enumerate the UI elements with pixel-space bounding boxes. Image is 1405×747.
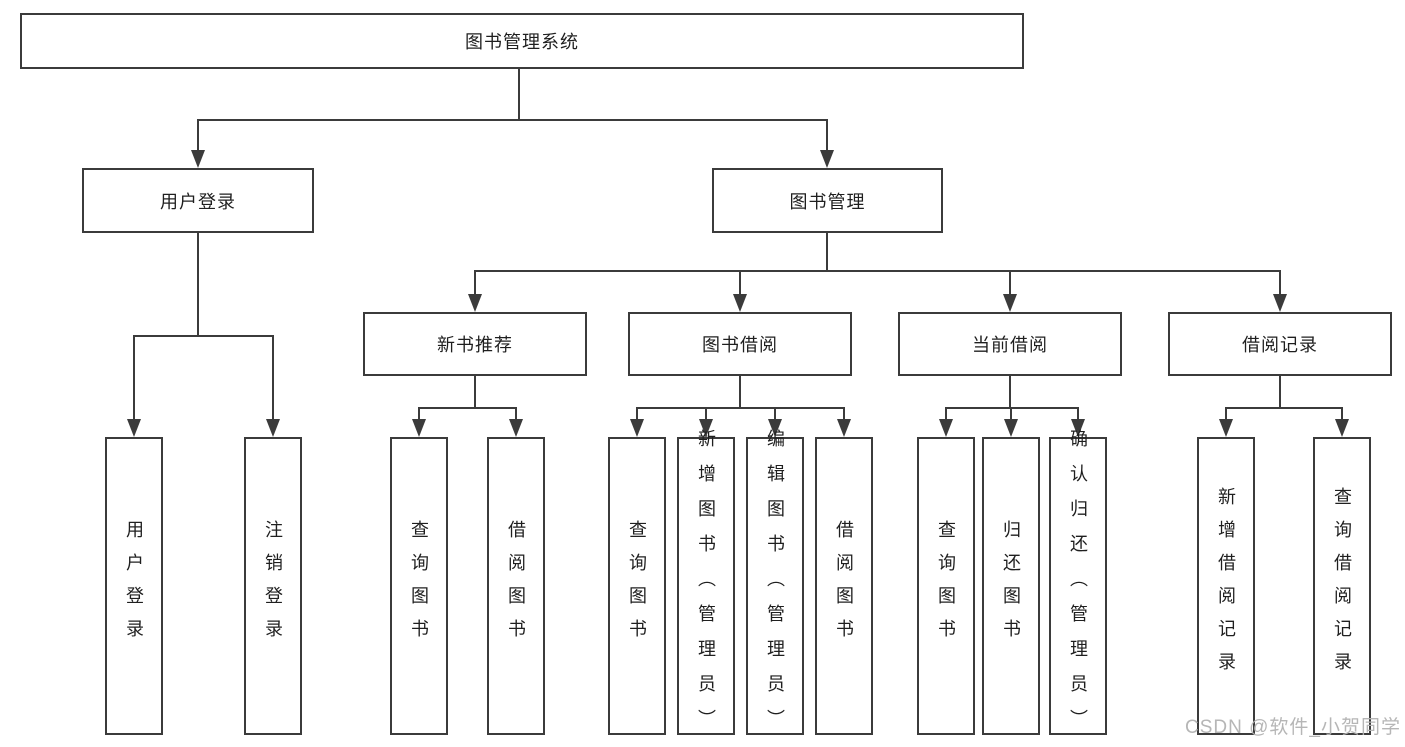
leaf-query-books-cb: 查询图书	[917, 437, 975, 735]
node-label: 借阅图书	[506, 520, 526, 652]
node-label: 查询图书	[936, 520, 956, 652]
node-label: 借阅图书	[834, 520, 854, 652]
node-label: 新增图书（管理员）	[696, 428, 716, 744]
leaf-add-book-admin: 新增图书（管理员）	[677, 429, 735, 744]
leaf-user-login: 用户登录	[105, 437, 163, 735]
leaf-borrow-books-rec: 借阅图书	[487, 437, 545, 735]
leaf-add-borrow-record: 新增借阅记录	[1197, 437, 1255, 735]
node-label: 当前借阅	[972, 335, 1048, 355]
node-book-management: 图书管理	[712, 168, 943, 233]
node-new-book-recommendation: 新书推荐	[363, 312, 587, 376]
node-label: 新增借阅记录	[1216, 487, 1236, 685]
node-library-management-system: 图书管理系统	[20, 13, 1024, 69]
node-label: 用户登录	[160, 191, 236, 212]
node-label: 编辑图书（管理员）	[765, 428, 785, 744]
leaf-logout: 注销登录	[244, 437, 302, 735]
leaf-query-books-rec: 查询图书	[390, 437, 448, 735]
node-label: 图书借阅	[702, 335, 778, 355]
node-label: 借阅记录	[1242, 335, 1318, 355]
leaf-borrow-books-bb: 借阅图书	[815, 437, 873, 735]
node-label: 图书管理系统	[465, 32, 579, 52]
node-borrowing-records: 借阅记录	[1168, 312, 1392, 376]
leaf-confirm-return-admin: 确认归还（管理员）	[1049, 429, 1107, 744]
node-label: 确认归还（管理员）	[1068, 428, 1088, 744]
node-label: 注销登录	[263, 520, 283, 652]
node-label: 查询借阅记录	[1332, 487, 1352, 685]
node-user-login: 用户登录	[82, 168, 314, 233]
leaf-query-books-bb: 查询图书	[608, 437, 666, 735]
node-label: 图书管理	[789, 191, 866, 212]
node-label: 查询图书	[409, 520, 429, 652]
node-label: 新书推荐	[437, 335, 513, 355]
node-current-borrowing: 当前借阅	[898, 312, 1122, 376]
node-label: 用户登录	[124, 520, 144, 652]
node-label: 查询图书	[627, 520, 647, 652]
leaf-return-books: 归还图书	[982, 437, 1040, 735]
leaf-query-borrow-record: 查询借阅记录	[1313, 437, 1371, 735]
arrowheads	[127, 150, 1349, 437]
leaf-edit-book-admin: 编辑图书（管理员）	[746, 429, 804, 744]
csdn-watermark: CSDN @软件_小贺同学	[1185, 717, 1401, 738]
node-book-borrowing: 图书借阅	[628, 312, 852, 376]
node-label: 归还图书	[1001, 520, 1021, 652]
